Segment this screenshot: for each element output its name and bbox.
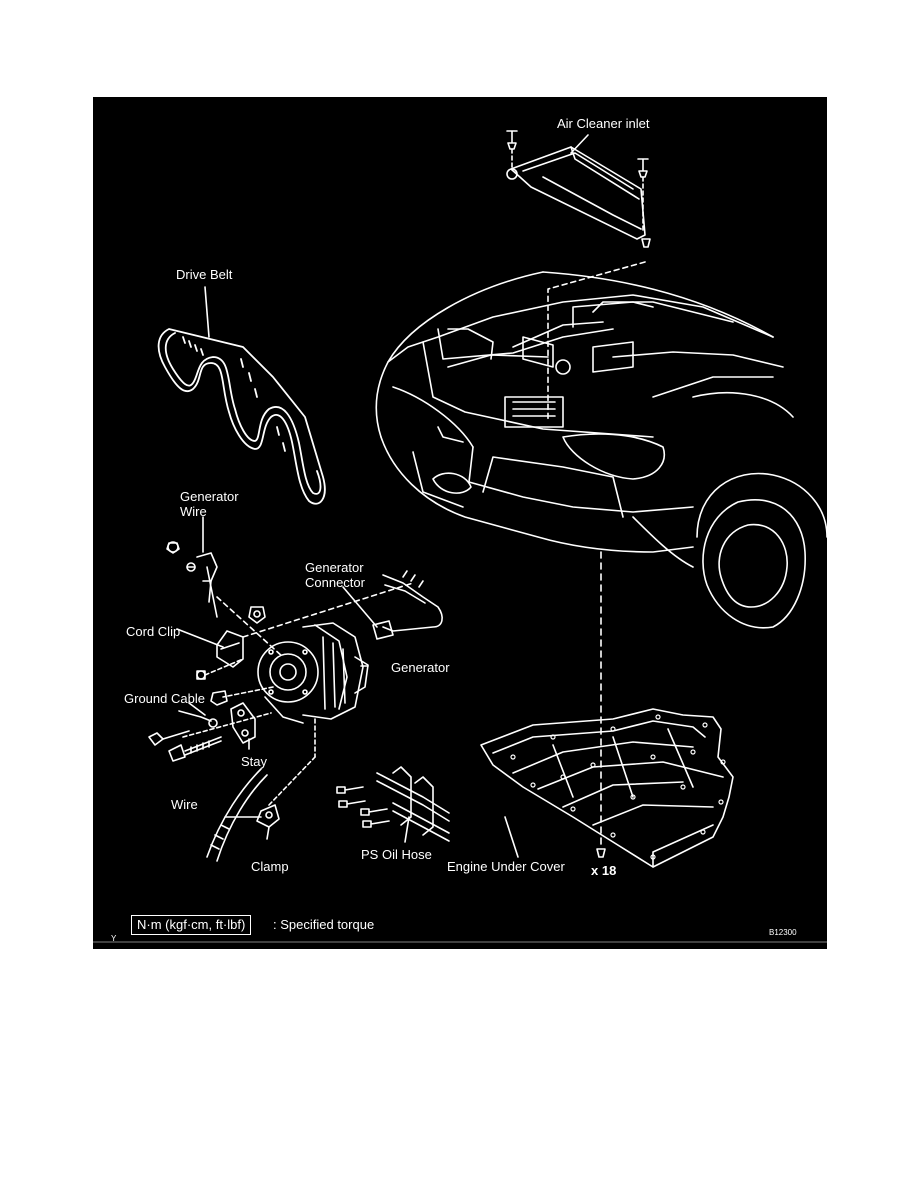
label-bolt-count: x 18 bbox=[591, 863, 617, 878]
under-cover-bolt bbox=[596, 848, 606, 858]
leader-air-cleaner bbox=[570, 134, 589, 154]
air-cleaner-clips bbox=[506, 130, 651, 248]
torque-legend-box: N·m (kgf·cm, ft·lbf) bbox=[131, 915, 252, 935]
label-cord-clip: Cord Clip bbox=[126, 624, 181, 639]
wire-part bbox=[206, 768, 268, 862]
exploded-view-diagram: Air Cleaner inlet Drive Belt Generator W… bbox=[93, 97, 827, 949]
air-cleaner-dash-line bbox=[547, 261, 646, 423]
label-ps-oil-hose: PS Oil Hose bbox=[361, 847, 432, 862]
generator-connector-harness bbox=[372, 570, 443, 640]
cord-clip-part bbox=[196, 630, 244, 680]
label-stay: Stay bbox=[241, 754, 268, 769]
engine-under-cover-part bbox=[480, 708, 734, 868]
leader-generator-connector bbox=[342, 586, 378, 628]
label-air-cleaner-inlet: Air Cleaner inlet bbox=[557, 116, 650, 131]
leader-ground-cable bbox=[188, 702, 206, 716]
figure-id: B12300 bbox=[769, 928, 797, 937]
leader-clamp bbox=[266, 826, 270, 840]
generator-bolt-dash-line bbox=[222, 686, 274, 698]
stay-part bbox=[230, 702, 256, 744]
label-ground-cable: Ground Cable bbox=[124, 691, 205, 706]
clamp-dash-line bbox=[268, 756, 316, 806]
corner-mark-left: Y bbox=[111, 934, 117, 943]
leader-cord-clip bbox=[176, 628, 224, 648]
label-generator-wire: Generator Wire bbox=[180, 489, 239, 519]
leader-ps-oil-hose bbox=[404, 816, 410, 843]
label-clamp: Clamp bbox=[251, 859, 289, 874]
label-generator: Generator bbox=[391, 660, 450, 675]
label-wire: Wire bbox=[171, 797, 198, 812]
leader-drive-belt bbox=[204, 286, 210, 338]
label-drive-belt: Drive Belt bbox=[176, 267, 233, 282]
generator-top-nut bbox=[248, 606, 266, 624]
air-cleaner-inlet-part bbox=[506, 146, 646, 240]
ground-bolt-dash-line bbox=[182, 712, 272, 738]
ground-cable-part bbox=[148, 690, 228, 762]
drive-belt-part bbox=[157, 328, 326, 505]
connector-dash-line bbox=[242, 582, 414, 638]
leader-engine-under-cover bbox=[504, 816, 519, 858]
clamp-part bbox=[256, 804, 280, 828]
torque-legend-text: : Specified torque bbox=[273, 917, 375, 932]
ps-oil-hose-part bbox=[336, 766, 450, 842]
diagram-linework bbox=[93, 130, 827, 943]
cord-clip-dash-line bbox=[204, 658, 244, 676]
generator-part bbox=[257, 622, 369, 724]
label-generator-connector: Generator Connector bbox=[305, 560, 365, 590]
vehicle-front-body bbox=[375, 271, 827, 629]
label-engine-under-cover: Engine Under Cover bbox=[447, 859, 565, 874]
generator-wire-part bbox=[166, 541, 218, 618]
